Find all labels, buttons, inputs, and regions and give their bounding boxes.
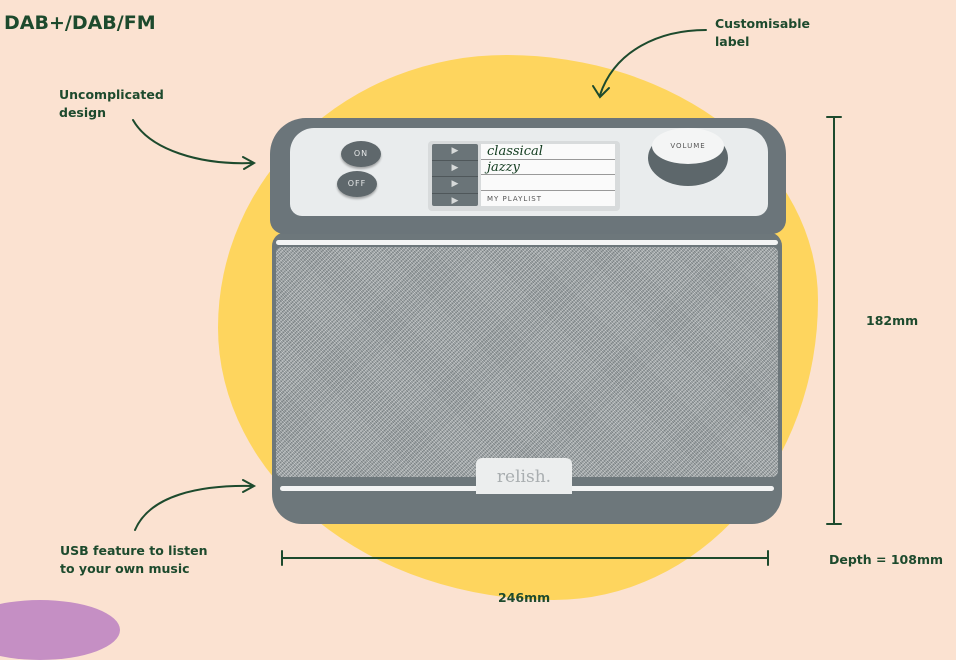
annotation-arrows <box>132 29 842 566</box>
speaker-grille <box>276 247 778 477</box>
annotation-line: Customisable <box>715 16 810 31</box>
annotation-uncomplicated-design: Uncomplicated design <box>59 86 164 122</box>
arrowhead <box>242 479 257 493</box>
annotation-usb-feature: USB feature to listen to your own music <box>60 542 208 578</box>
playlist-entry: classical <box>481 144 615 160</box>
preset-key-4[interactable]: ▶ <box>451 195 459 206</box>
depth-label: Depth = 108mm <box>829 552 943 567</box>
preset-key-1[interactable]: ▶ <box>432 144 478 161</box>
width-label: 246mm <box>498 590 551 605</box>
arrow-to-label <box>599 29 707 96</box>
arrow-to-usb <box>134 484 253 531</box>
playlist-entry: jazzy <box>481 160 615 175</box>
playlist-entry <box>481 175 615 191</box>
width-dimension-line <box>281 550 769 566</box>
height-dimension-line <box>826 116 842 525</box>
customisable-label-card: classical jazzy MY PLAYLIST <box>481 144 615 206</box>
annotation-line: to your own music <box>60 561 190 576</box>
trim-stripe <box>276 240 778 245</box>
arrowhead <box>242 156 257 170</box>
brand-logo: relish. <box>476 458 572 494</box>
preset-keys: ▶ ▶ ▶ ▶ <box>432 144 478 206</box>
on-button[interactable]: ON <box>341 141 381 167</box>
height-label: 182mm <box>866 313 919 328</box>
annotation-line: design <box>59 105 106 120</box>
annotation-line: USB feature to listen <box>60 543 208 558</box>
speaker-grille-texture <box>276 247 778 477</box>
annotation-line: label <box>715 34 750 49</box>
annotation-customisable-label: Customisable label <box>715 15 810 51</box>
off-button[interactable]: OFF <box>337 171 377 197</box>
playlist-title: MY PLAYLIST <box>487 194 543 203</box>
volume-knob-label: VOLUME <box>652 128 724 164</box>
arrowhead <box>592 85 610 99</box>
annotation-line: Uncomplicated <box>59 87 164 102</box>
page-title: DAB+/DAB/FM <box>4 12 156 34</box>
preset-key-2[interactable]: ▶ <box>432 161 478 177</box>
preset-key-3[interactable]: ▶ <box>432 177 478 194</box>
arrow-to-design <box>132 119 253 165</box>
